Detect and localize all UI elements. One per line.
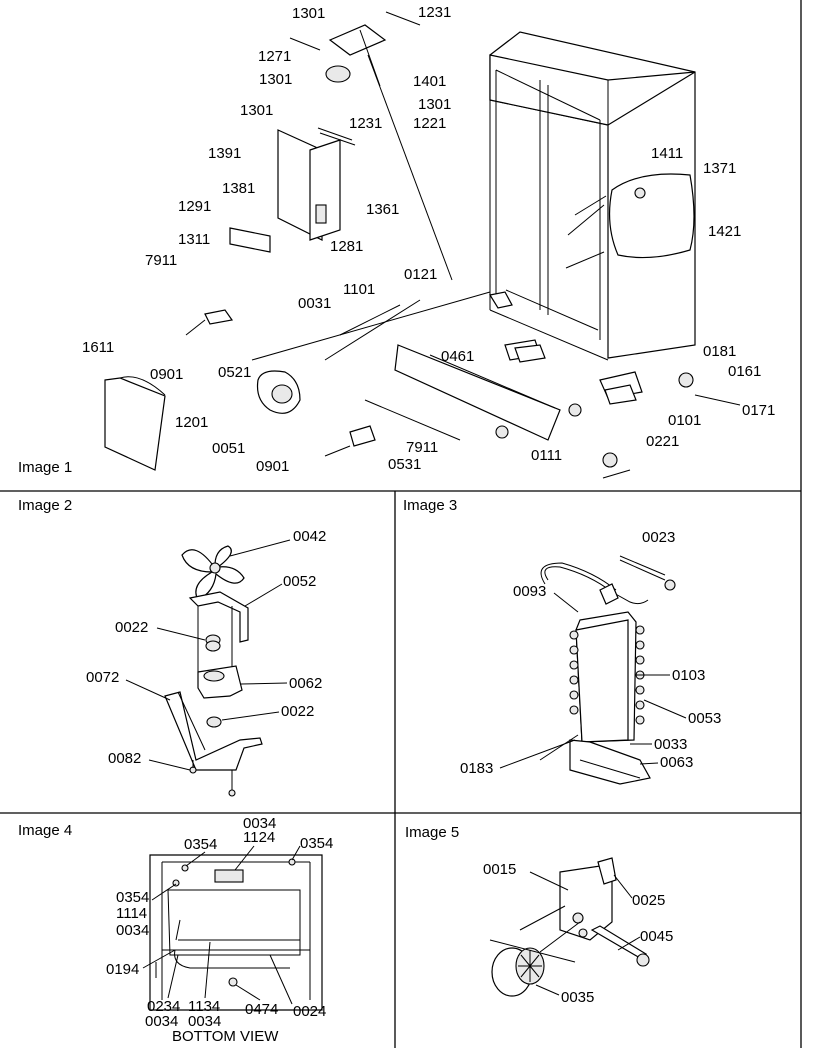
callout-0031: 0031 [298,295,331,312]
callout-0354: 0354 [184,836,217,853]
callout-7911: 7911 [145,252,177,269]
callout-1611: 1611 [82,339,114,356]
callout-0052: 0052 [283,573,316,590]
callout-1371: 1371 [703,160,736,177]
panel-caption-image3: Image 3 [403,497,457,514]
callout-0121: 0121 [404,266,437,283]
callout-0194: 0194 [106,961,139,978]
image4-drawing [149,854,323,1011]
callout-0521: 0521 [218,364,251,381]
callout-0024: 0024 [293,1003,326,1020]
callout-0034: 0034 [116,922,149,939]
image2-callouts: Image 2 0042 0052 0022 0062 0072 0022 00… [18,497,326,771]
callout-1311: 1311 [178,231,210,248]
callout-0111: 0111 [531,447,562,464]
callout-1114: 1114 [116,905,147,922]
callout-0531: 0531 [388,456,421,473]
callout-1221: 1221 [413,115,446,132]
callout-1301: 1301 [292,5,325,22]
bottom-view-label: BOTTOM VIEW [172,1028,279,1045]
callout-7911: 7911 [406,439,438,456]
callout-0025: 0025 [632,892,665,909]
callout-0034: 0034 [188,1013,221,1030]
callout-0093: 0093 [513,583,546,600]
callout-1411: 1411 [651,145,683,162]
callout-1361: 1361 [366,201,399,218]
callout-0053: 0053 [688,710,721,727]
image3-callouts: Image 3 0023 0093 0103 0053 0033 0063 01… [403,497,721,777]
callout-0474: 0474 [245,1001,278,1018]
image1-callouts: 1301 1231 1271 1301 1401 1301 1221 1301 … [18,4,775,476]
callout-1391: 1391 [208,145,241,162]
image5-callouts: Image 5 0015 0025 0045 0035 [405,824,673,1006]
callout-0063: 0063 [660,754,693,771]
callout-0082: 0082 [108,750,141,767]
callout-0901: 0901 [150,366,183,383]
callout-0183: 0183 [460,760,493,777]
callout-1271: 1271 [258,48,291,65]
callout-1124: 1124 [243,829,275,846]
callout-0181: 0181 [703,343,736,360]
callout-0023: 0023 [642,529,675,546]
callout-0045: 0045 [640,928,673,945]
callout-0901: 0901 [256,458,289,475]
callout-0101: 0101 [668,412,701,429]
callout-0221: 0221 [646,433,679,450]
callout-0042: 0042 [293,528,326,545]
roller-spokes [518,950,542,982]
callout-1301: 1301 [240,102,273,119]
callout-1134: 1134 [188,998,220,1015]
callout-1301: 1301 [418,96,451,113]
callout-1421: 1421 [708,223,741,240]
callout-0103: 0103 [672,667,705,684]
callout-1231: 1231 [418,4,451,21]
callout-0051: 0051 [212,440,245,457]
image5-drawing [489,857,650,997]
callout-0022: 0022 [281,703,314,720]
callout-0354: 0354 [300,835,333,852]
callout-1291: 1291 [178,198,211,215]
panel-caption-image1: Image 1 [18,459,72,476]
callout-0035: 0035 [561,989,594,1006]
callout-0072: 0072 [86,669,119,686]
callout-1401: 1401 [413,73,446,90]
panel-caption-image5: Image 5 [405,824,459,841]
panel-caption-image2: Image 2 [18,497,72,514]
image3-drawing [539,555,676,785]
callout-1301: 1301 [259,71,292,88]
callout-0171: 0171 [742,402,775,419]
callout-1101: 1101 [343,281,375,298]
image2-drawing [164,539,291,797]
callout-0234: 0234 [147,998,180,1015]
image4-callouts: Image 4 0034 1124 0354 0354 0354 1114 00… [18,815,333,1045]
callout-0161: 0161 [728,363,761,380]
callout-0354: 0354 [116,889,149,906]
callout-1381: 1381 [222,180,255,197]
callout-0034: 0034 [145,1013,178,1030]
callout-0022: 0022 [115,619,148,636]
panel-caption-image4: Image 4 [18,822,72,839]
callout-0461: 0461 [441,348,474,365]
callout-0034: 0034 [243,815,276,832]
image1-drawing [104,11,741,479]
callout-1231: 1231 [349,115,382,132]
callout-0062: 0062 [289,675,322,692]
callout-1281: 1281 [330,238,363,255]
callout-0015: 0015 [483,861,516,878]
evaporator-coil-rings [569,625,645,725]
callout-0033: 0033 [654,736,687,753]
callout-1201: 1201 [175,414,208,431]
